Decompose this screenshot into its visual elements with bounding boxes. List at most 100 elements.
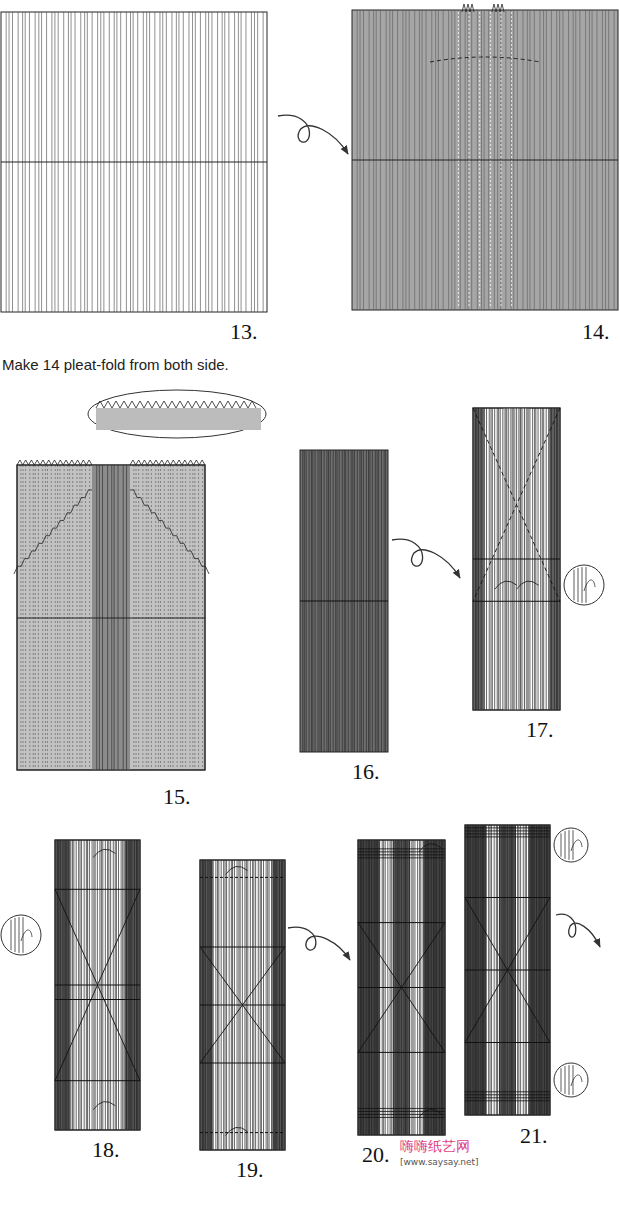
crease-line bbox=[55, 889, 140, 1080]
crease-line bbox=[465, 1042, 550, 1043]
fold-arrow bbox=[226, 866, 248, 874]
detail-circle bbox=[1, 915, 41, 955]
crease-line bbox=[11, 920, 12, 951]
pleat-edge bbox=[17, 460, 92, 465]
crease-line bbox=[569, 830, 570, 860]
turn-over-arrow bbox=[556, 914, 600, 947]
paper-panel bbox=[465, 825, 550, 1115]
paper-panel bbox=[55, 840, 140, 1130]
crease-line bbox=[565, 831, 566, 859]
crease-line bbox=[358, 857, 445, 858]
paper-panel bbox=[352, 10, 618, 310]
fold-arrow bbox=[419, 1109, 441, 1117]
crease-line bbox=[561, 1068, 562, 1091]
turn-over-arrow bbox=[392, 539, 460, 578]
crease-line bbox=[200, 947, 285, 948]
pleat-edge bbox=[492, 4, 504, 12]
crease-line bbox=[358, 1052, 445, 1053]
step-number: 21. bbox=[520, 1124, 548, 1148]
step-number: 14. bbox=[582, 320, 610, 344]
fold-arrow bbox=[21, 930, 32, 941]
paper-panel bbox=[358, 840, 445, 1135]
crease-line bbox=[465, 827, 550, 828]
crease-line bbox=[55, 1080, 140, 1081]
paper-panel bbox=[465, 825, 550, 1115]
crease-line bbox=[200, 1063, 285, 1064]
step-number: 15. bbox=[163, 785, 191, 809]
fold-arrow bbox=[571, 840, 582, 851]
detail-circle bbox=[554, 828, 588, 862]
crease-line bbox=[352, 160, 618, 161]
crease-line bbox=[358, 923, 445, 1053]
crease-line bbox=[200, 947, 285, 1063]
step-number: 16. bbox=[352, 760, 380, 784]
paper-panel bbox=[200, 860, 285, 1150]
detail-inset bbox=[88, 390, 266, 438]
crease-line bbox=[465, 1091, 550, 1092]
paper-panel bbox=[465, 825, 550, 1115]
crease-line bbox=[358, 848, 445, 849]
turn-over-arrow bbox=[288, 927, 350, 960]
paper-panel bbox=[1, 12, 267, 312]
paper-panel bbox=[358, 840, 445, 1135]
crease-line bbox=[55, 889, 140, 890]
crease-line bbox=[465, 897, 550, 898]
crease-line bbox=[200, 947, 285, 1063]
paper-panel bbox=[17, 465, 205, 770]
layer-band bbox=[96, 408, 261, 430]
crease-line bbox=[465, 1100, 550, 1101]
pleat-edge bbox=[14, 490, 92, 574]
paper-panel bbox=[14, 460, 209, 770]
paper-panel bbox=[473, 408, 560, 710]
paper-panel bbox=[300, 450, 388, 752]
crease-line bbox=[300, 601, 388, 602]
step-number: 13. bbox=[230, 320, 258, 344]
paper-panel bbox=[55, 840, 140, 1130]
detail-circle bbox=[1, 915, 41, 955]
crease-line bbox=[19, 917, 20, 953]
crease-line bbox=[358, 1114, 445, 1115]
crease-line bbox=[358, 1111, 445, 1112]
step-number: 20. bbox=[362, 1143, 390, 1167]
detail-circle bbox=[564, 565, 604, 605]
crease-line bbox=[473, 408, 560, 601]
detail-circle bbox=[554, 828, 588, 862]
paper-panel bbox=[352, 4, 618, 310]
fold-arrow bbox=[93, 1102, 115, 1110]
detail-circle bbox=[554, 1063, 588, 1097]
crease-line bbox=[358, 854, 445, 855]
crease-line bbox=[15, 918, 16, 952]
paper-panel bbox=[473, 408, 560, 710]
paper-panel bbox=[17, 465, 205, 770]
crease-line bbox=[465, 898, 550, 1043]
crease-line bbox=[358, 923, 445, 1053]
crease-line bbox=[473, 601, 560, 602]
crease-line bbox=[565, 1066, 566, 1094]
fold-arrow bbox=[226, 1127, 248, 1135]
crease-line bbox=[465, 833, 550, 834]
crease-line bbox=[200, 1132, 285, 1133]
crease-line bbox=[465, 1097, 550, 1098]
step-number: 17. bbox=[526, 718, 554, 742]
instruction-note: Make 14 pleat-fold from both side. bbox=[2, 357, 229, 374]
fold-arrow bbox=[517, 581, 539, 589]
crease-line bbox=[465, 898, 550, 1043]
turn-over-arrow bbox=[556, 914, 600, 947]
detail-circle bbox=[554, 1063, 588, 1097]
watermark: 嗨嗨纸艺网 bbox=[400, 1139, 470, 1154]
fold-arrow bbox=[430, 57, 540, 62]
crease-line bbox=[578, 568, 579, 602]
crease-line bbox=[574, 570, 575, 601]
crease-line bbox=[465, 836, 550, 837]
fold-arrow bbox=[419, 844, 441, 852]
pleat-edge bbox=[130, 490, 209, 574]
fold-arrow bbox=[571, 1075, 582, 1086]
crease-line bbox=[358, 922, 445, 923]
crease-line bbox=[473, 559, 560, 560]
fold-arrow bbox=[495, 581, 517, 589]
crease-line bbox=[1, 162, 267, 163]
pleat-edge bbox=[462, 4, 474, 12]
